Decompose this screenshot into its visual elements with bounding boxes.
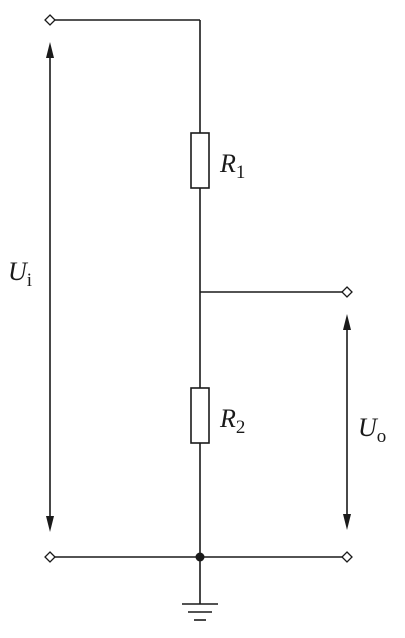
output-bottom-terminal bbox=[341, 551, 353, 563]
label-ui: Ui bbox=[8, 257, 32, 291]
label-uo: Uo bbox=[358, 413, 386, 447]
output-voltage-arrow-down bbox=[343, 514, 351, 530]
output-voltage-arrow-up bbox=[343, 314, 351, 330]
input-bottom-terminal bbox=[44, 551, 56, 563]
input-voltage-arrow-down bbox=[46, 516, 54, 532]
input-voltage-arrow-up bbox=[46, 42, 54, 58]
label-r1: R1 bbox=[219, 149, 245, 183]
resistor-r1 bbox=[190, 132, 210, 189]
label-r2: R2 bbox=[219, 404, 245, 438]
output-top-terminal bbox=[341, 286, 353, 298]
input-top-terminal bbox=[44, 14, 56, 26]
resistor-r2 bbox=[190, 387, 210, 444]
